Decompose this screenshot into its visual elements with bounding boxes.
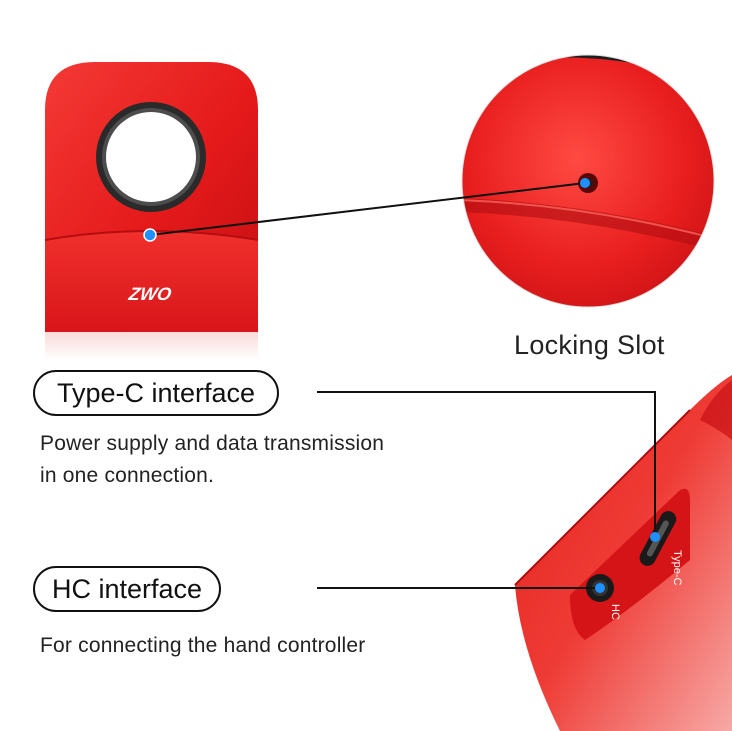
device-front — [44, 62, 259, 360]
type-c-interface-label: Type-C interface — [56, 377, 256, 408]
type-c-description: Power supply and data transmission in on… — [40, 428, 384, 492]
hc-description: For connecting the hand controller — [40, 630, 366, 662]
zwo-logo: ZWO — [126, 284, 172, 304]
hc-interface-label: HC interface — [51, 573, 203, 604]
svg-text:HC: HC — [609, 604, 621, 620]
hc-interface-pill: HC interface — [33, 566, 221, 612]
zoom-detail — [462, 55, 714, 307]
type-c-description-line-2: in one connection. — [40, 464, 215, 487]
locking-slot-label: Locking Slot — [514, 330, 665, 360]
svg-text:ZWO: ZWO — [126, 284, 172, 304]
svg-text:Type-C: Type-C — [671, 550, 683, 586]
type-c-description-line-1: Power supply and data transmission — [40, 432, 385, 455]
type-c-interface-pill: Type-C interface — [33, 370, 279, 416]
locking-slot-dot — [143, 228, 157, 242]
camera-side: Type-C HC — [514, 375, 732, 731]
hc-description-line-1: For connecting the hand controller — [40, 634, 366, 657]
